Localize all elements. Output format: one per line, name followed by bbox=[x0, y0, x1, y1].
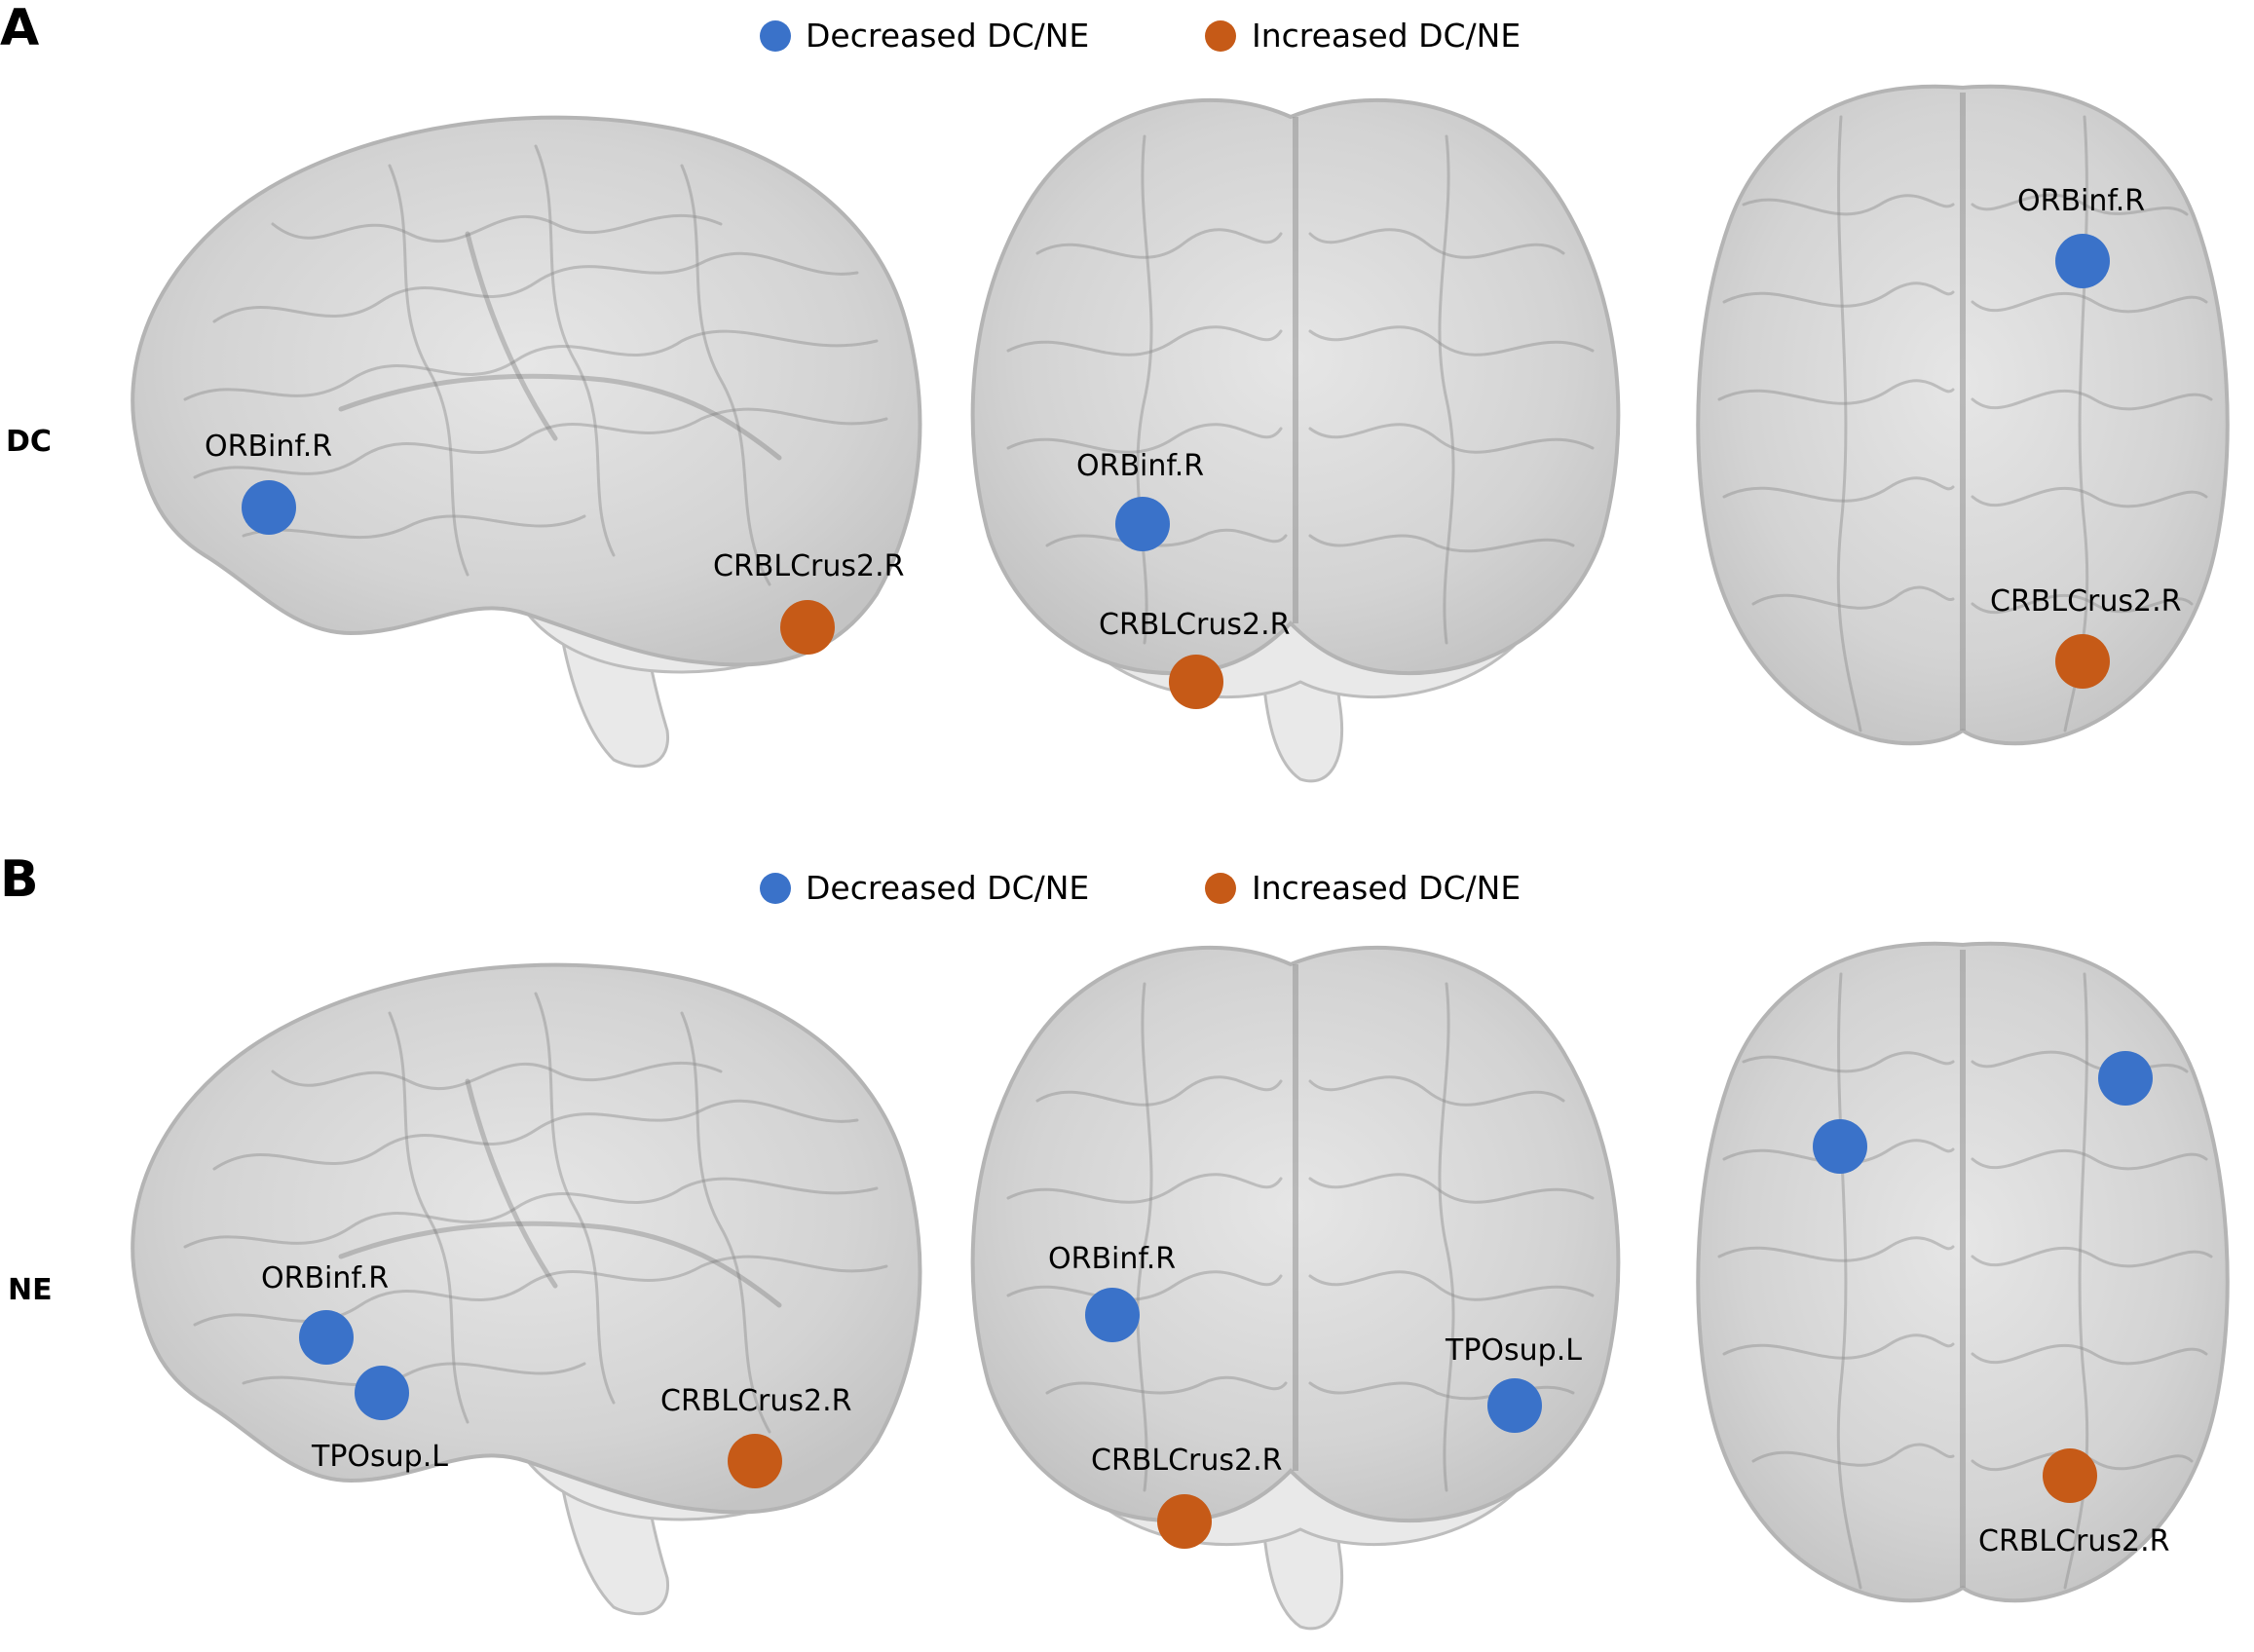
marker-increased bbox=[2043, 1448, 2097, 1503]
marker-increased bbox=[1157, 1494, 1212, 1549]
row-label-dc: DC bbox=[6, 425, 52, 459]
legend-increased-label: Increased DC/NE bbox=[1252, 869, 1521, 907]
brain-axial-a bbox=[1698, 87, 2227, 744]
marker-decreased bbox=[2055, 234, 2110, 288]
row-label-ne: NE bbox=[8, 1273, 53, 1307]
brain-sagittal-b bbox=[132, 965, 920, 1614]
region-label: ORBinf.R bbox=[2017, 184, 2145, 218]
marker-increased bbox=[780, 600, 835, 655]
marker-increased bbox=[2055, 634, 2110, 689]
panel-b: B Decreased DC/NE Increased DC/NE NE ORB… bbox=[0, 850, 2228, 1629]
marker-decreased bbox=[1487, 1378, 1542, 1433]
brain-axial-b bbox=[1698, 944, 2227, 1601]
brain-coronal-a bbox=[973, 100, 1619, 781]
legend-a: Decreased DC/NE Increased DC/NE bbox=[760, 17, 1521, 55]
region-label: CRBLCrus2.R bbox=[1091, 1444, 1282, 1478]
legend-decreased-label: Decreased DC/NE bbox=[806, 17, 1089, 55]
panel-a: A Decreased DC/NE Increased DC/NE DC ORB… bbox=[0, 0, 2228, 781]
region-label: CRBLCrus2.R bbox=[1990, 584, 2181, 619]
region-label: ORBinf.R bbox=[205, 430, 332, 464]
marker-decreased bbox=[1813, 1119, 1867, 1174]
region-label: ORBinf.R bbox=[261, 1261, 389, 1295]
region-label: ORBinf.R bbox=[1076, 449, 1204, 483]
legend-increased-marker bbox=[1205, 873, 1236, 904]
marker-decreased bbox=[242, 480, 296, 535]
legend-decreased-marker bbox=[760, 20, 791, 52]
region-label: CRBLCrus2.R bbox=[1099, 608, 1290, 642]
marker-increased bbox=[728, 1434, 782, 1488]
marker-decreased bbox=[1115, 497, 1170, 551]
panel-letter-b: B bbox=[0, 850, 39, 909]
region-label: ORBinf.R bbox=[1048, 1242, 1176, 1276]
region-label: CRBLCrus2.R bbox=[1978, 1524, 2169, 1558]
panel-letter-a: A bbox=[0, 0, 39, 57]
marker-increased bbox=[1169, 655, 1223, 709]
marker-decreased bbox=[1085, 1288, 1140, 1342]
legend-decreased-marker bbox=[760, 873, 791, 904]
legend-increased-label: Increased DC/NE bbox=[1252, 17, 1521, 55]
marker-decreased bbox=[2098, 1051, 2153, 1106]
legend-increased-marker bbox=[1205, 20, 1236, 52]
region-label: TPOsup.L bbox=[1445, 1333, 1582, 1368]
legend-decreased-label: Decreased DC/NE bbox=[806, 869, 1089, 907]
legend-b: Decreased DC/NE Increased DC/NE bbox=[760, 869, 1521, 907]
marker-decreased bbox=[355, 1366, 409, 1420]
region-label: CRBLCrus2.R bbox=[660, 1384, 851, 1418]
marker-decreased bbox=[299, 1310, 354, 1365]
region-label: TPOsup.L bbox=[311, 1440, 448, 1474]
brain-coronal-b bbox=[973, 948, 1619, 1629]
region-label: CRBLCrus2.R bbox=[713, 549, 904, 583]
